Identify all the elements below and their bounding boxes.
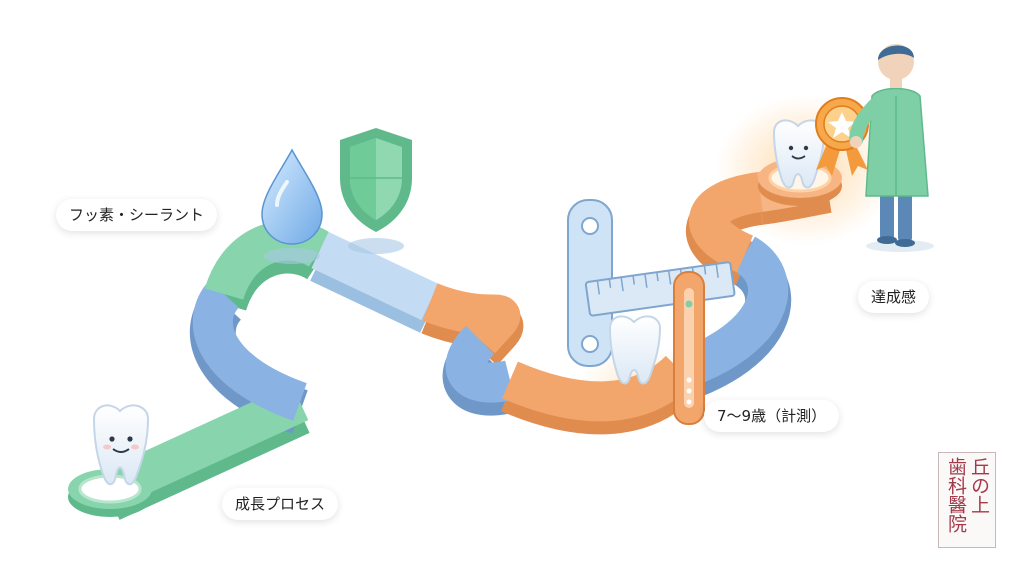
seal-text: 丘の上 [968,457,990,514]
seal-column: 丘の上 [968,457,990,543]
path-segment-light-blue [311,231,439,321]
tooth-icon [608,315,662,385]
label-achievement: 達成感 [858,281,930,313]
start-platform [68,469,152,517]
path-top [101,160,832,508]
label-fluoride-sealant: フッ素・シーラント [56,199,218,231]
water-drop-icon [261,148,323,264]
label-age-measurement: 7〜9歳（計測） [704,400,840,432]
dentist-figure-icon [849,44,934,252]
label-growth-process: 成長プロセス [222,488,339,520]
measure-bar-icon [673,271,705,425]
tooth-icon [92,404,150,486]
seal-column: 歯科醫院 [945,457,967,543]
path-segment-green [101,383,309,508]
path-segment-blue [445,325,515,403]
shield-icon [340,128,412,254]
path-segment-blue [192,280,308,421]
tooth-icon [772,119,826,189]
clinic-seal-logo: 丘の上 歯科醫院 [938,452,996,548]
path-segment-orange [689,172,764,273]
path-segment-orange [502,355,695,422]
path-segment-blue [673,236,789,389]
seal-text: 歯科醫院 [945,457,967,533]
path-segment-green [204,220,332,301]
path-segment-orange [422,283,521,354]
